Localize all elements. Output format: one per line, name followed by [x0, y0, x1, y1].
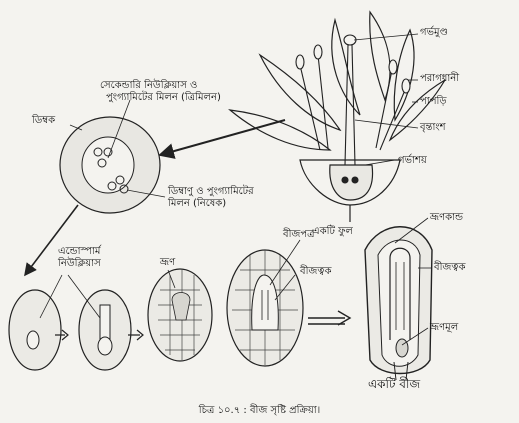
seed-coat-label-1: বীজত্বক	[300, 266, 332, 277]
flower-illustration	[228, 10, 446, 222]
triple-fusion-label-line2: পুংগ্যামিটের মিলন (ত্রিমিলন)	[106, 92, 221, 103]
endosperm-label-line1: এন্ডোস্পার্ম	[58, 246, 101, 257]
cotyledon-label: বীজপত্র	[283, 229, 315, 240]
triple-fusion-label-line1: সেকেন্ডারি নিউক্লিয়াস ও	[100, 80, 198, 91]
fertilization-label-line1: ডিম্বাণু ও পুংগ্যামিটের	[168, 186, 254, 197]
anther-label: পরাগধানী	[420, 73, 460, 84]
plumule-label: ভ্রূণকান্ড	[430, 212, 464, 223]
stage-4	[226, 249, 304, 367]
petal-label: পাপড়ি	[420, 96, 447, 107]
endosperm-label-line2: নিউক্লিয়াস	[58, 258, 101, 269]
flower-label: একটি ফুল	[312, 226, 353, 237]
fertilization-label-line2: মিলন (নিষেক)	[168, 198, 227, 209]
stamens	[295, 34, 411, 184]
radicle-label: ভ্রূণমূল	[430, 322, 459, 333]
stage-2	[78, 289, 132, 371]
stigma-label: গর্ভমুণ্ড	[420, 27, 449, 38]
ovule-illustration	[59, 116, 161, 214]
stage-3	[147, 268, 213, 362]
seed-coat-label-2: বীজত্বক	[434, 262, 466, 273]
seed-illustration	[364, 226, 433, 381]
seed-label: একটি বীজ	[368, 377, 421, 391]
ovule-label: ডিম্বক	[32, 115, 56, 126]
ovary-label: গর্ভাশয়	[398, 155, 427, 166]
style-label: বৃন্তাংশ	[420, 122, 446, 133]
stage-1	[8, 289, 62, 371]
figure-caption: চিত্র ১০.৭ : বীজ সৃষ্টি প্রক্রিয়া।	[198, 405, 321, 416]
embryo-label: ভ্রূণ	[160, 257, 176, 268]
